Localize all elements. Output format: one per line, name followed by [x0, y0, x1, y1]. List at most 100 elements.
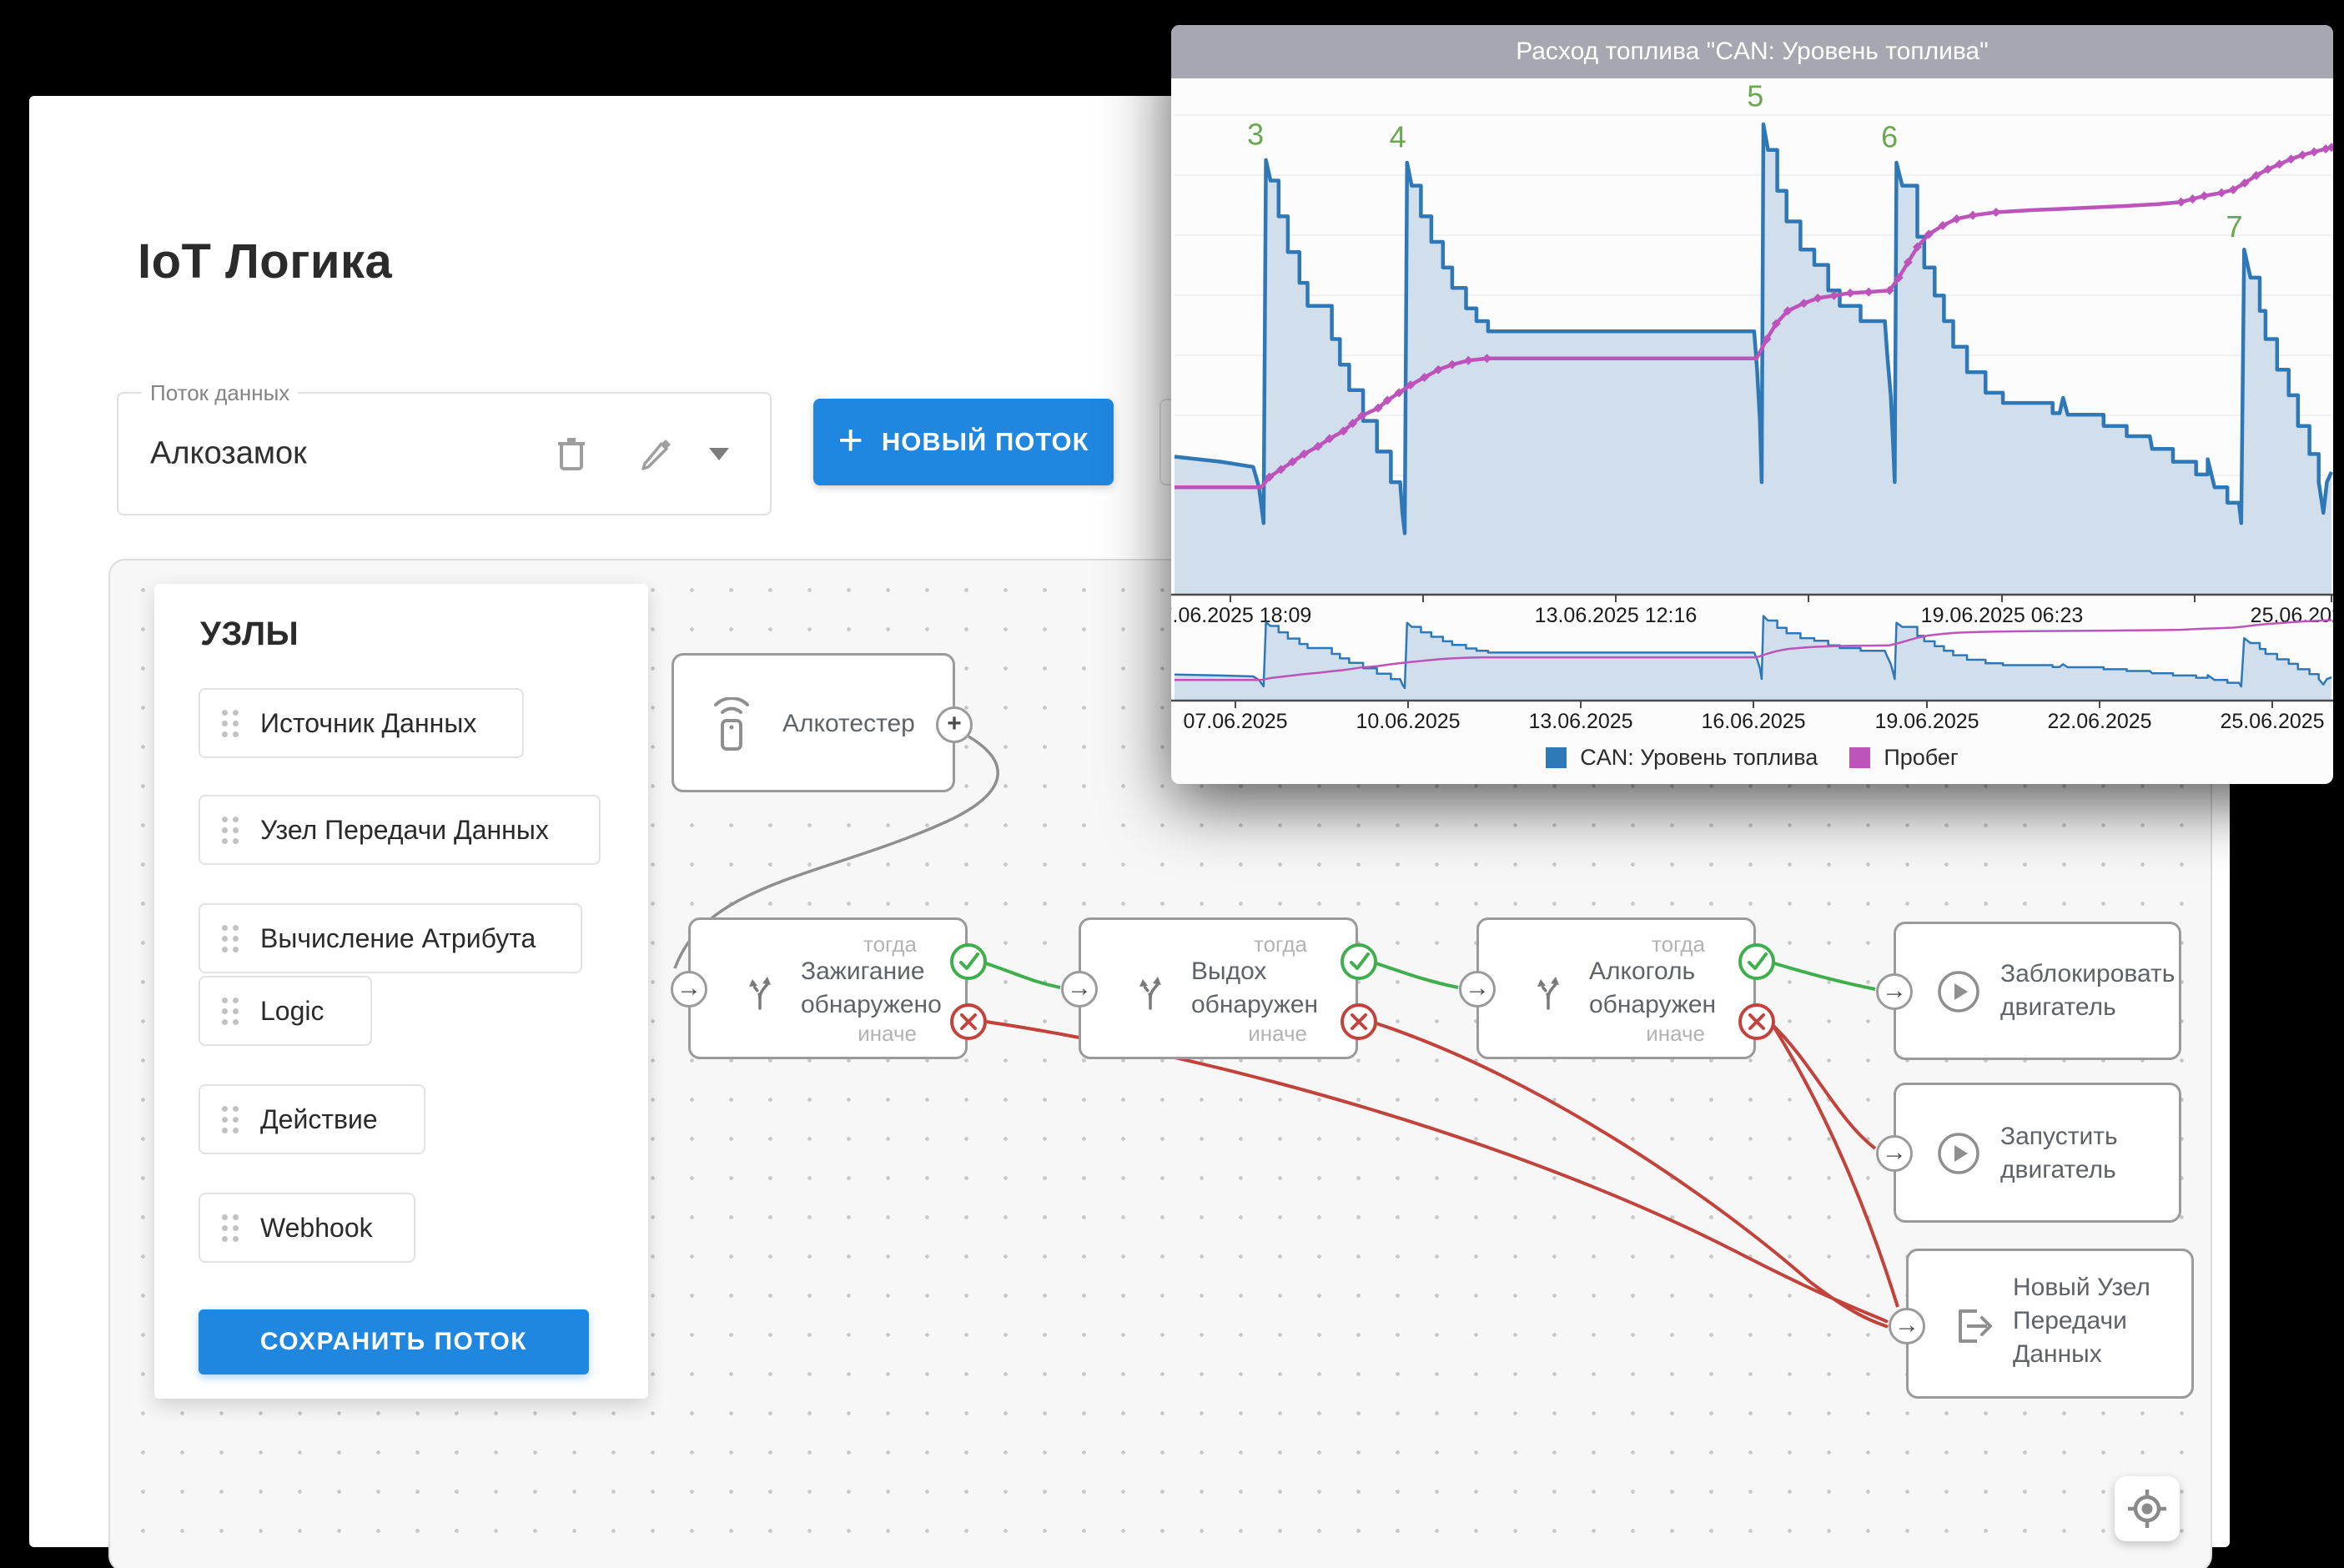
drag-handle-icon[interactable] [222, 816, 239, 844]
node-label: Новый Узел Передачи Данных [2013, 1274, 2150, 1368]
add-output-port[interactable]: + [936, 706, 973, 743]
node-exhale-detected[interactable]: → Выдох обнаружен тогда иначе [1061, 917, 1377, 1059]
palette-item-webhook[interactable]: Webhook [199, 1193, 415, 1263]
play-icon [1936, 969, 1981, 1014]
input-port[interactable]: → [1876, 1135, 1913, 1172]
x-axis-label: 13.06.2025 12:16 [1535, 604, 1698, 627]
input-port[interactable]: → [671, 971, 707, 1008]
x-axis-label: 19.06.2025 06:23 [1921, 604, 2084, 627]
flow-selector-label: Поток данных [142, 380, 299, 406]
drag-handle-icon[interactable] [222, 1105, 239, 1133]
node-label: Запустить двигатель [2000, 1123, 2118, 1184]
else-port[interactable] [1341, 1003, 1377, 1040]
fuel-chart-window[interactable]: Расход топлива "CAN: Уровень топлива" 07… [1171, 25, 2333, 784]
palette-item-data-source[interactable]: Источник Данных [199, 688, 524, 758]
node-ignition-detected[interactable]: → Зажигание обнаружено тогда иначе [671, 917, 987, 1059]
refuel-annotation: 3 [1247, 118, 1264, 152]
input-port[interactable]: → [1876, 973, 1913, 1010]
palette-item-label: Logic [260, 995, 324, 1026]
palette-item-data-transfer-node[interactable]: Узел Передачи Данных [199, 795, 601, 865]
mileage-legend-swatch [1849, 747, 1871, 768]
chart-legend: CAN: Уровень топлива Пробег [1171, 745, 2333, 771]
fuel-legend-swatch [1546, 747, 1567, 768]
x-icon [1351, 1013, 1367, 1030]
node-label: Алкоголь обнаружен [1589, 957, 1717, 1018]
flow-dropdown-button[interactable] [700, 435, 738, 473]
palette-item-logic[interactable]: Logic [199, 976, 372, 1046]
node-label: Зажигание обнаружено [801, 957, 942, 1018]
else-port[interactable] [950, 1003, 987, 1040]
node-start-engine[interactable]: → Запустить двигатель [1876, 1083, 2181, 1223]
arrow-right-icon: → [1465, 974, 1490, 1002]
drag-handle-icon[interactable] [222, 924, 239, 952]
then-port[interactable] [950, 943, 987, 980]
flow-selector[interactable]: Поток данных Алкозамок [117, 380, 772, 515]
node-new-data-transfer[interactable]: → Новый Узел Передачи Данных [1889, 1249, 2194, 1399]
x-axis-label: 07.06.2025 18:09 [1171, 604, 1311, 627]
palette-item-label: Webhook [260, 1212, 373, 1243]
palette-item-label: Действие [260, 1103, 378, 1134]
chart-window-titlebar[interactable]: Расход топлива "CAN: Уровень топлива" [1171, 25, 2333, 78]
arrow-right-icon: → [1894, 1311, 1919, 1339]
node-label: Алкотестер [782, 710, 915, 737]
then-port[interactable] [1341, 943, 1377, 980]
breathalyzer-device-icon [706, 697, 757, 752]
check-icon [1350, 952, 1370, 970]
drag-handle-icon[interactable] [222, 1214, 239, 1242]
drag-handle-icon[interactable] [222, 997, 239, 1025]
plus-icon: + [838, 416, 863, 465]
palette-item-action[interactable]: Действие [199, 1084, 425, 1154]
x-axis-label: 19.06.2025 [1874, 710, 1979, 733]
branch-icon [739, 970, 781, 1013]
else-label: иначе [1646, 1021, 1705, 1046]
then-port[interactable] [1738, 943, 1775, 980]
node-label: Выдох обнаружен [1191, 957, 1319, 1018]
then-label: тогда [1253, 932, 1307, 957]
x-axis-label: 10.06.2025 [1356, 710, 1460, 733]
arrow-right-icon: → [1067, 974, 1092, 1002]
node-block-engine[interactable]: → Заблокировать двигатель [1876, 922, 2181, 1060]
drag-handle-icon[interactable] [222, 709, 239, 737]
fuel-level-chart: 07.06.2025 18:09 13.06.2025 12:16 19.06.20… [1171, 79, 2333, 733]
nodes-palette: УЗЛЫ Источник Данных Узел Передачи Данны… [154, 584, 648, 1399]
refuel-annotation: 6 [1881, 120, 1898, 154]
refuel-annotation: 4 [1390, 120, 1406, 154]
plus-icon: + [947, 710, 962, 737]
flow-selector-value[interactable]: Алкозамок [150, 435, 307, 471]
trash-icon [558, 438, 585, 470]
else-port[interactable] [1738, 1003, 1775, 1040]
then-label: тогда [863, 932, 917, 957]
x-axis-label: 16.06.2025 [1701, 710, 1805, 733]
arrow-right-icon: → [677, 974, 702, 1002]
x-icon [960, 1013, 977, 1030]
check-icon [959, 952, 979, 970]
input-port[interactable]: → [1061, 971, 1098, 1008]
delete-flow-button[interactable] [552, 435, 591, 473]
palette-item-label: Узел Передачи Данных [260, 814, 549, 845]
x-axis-label: 13.06.2025 [1528, 710, 1632, 733]
refuel-annotation: 5 [1747, 79, 1763, 113]
palette-item-label: Вычисление Атрибута [260, 922, 536, 953]
input-port[interactable]: → [1889, 1308, 1925, 1344]
refuel-annotation: 7 [2226, 209, 2242, 244]
mileage-legend-label: Пробег [1884, 745, 1959, 770]
new-flow-button[interactable]: + НОВЫЙ ПОТОК [813, 399, 1114, 485]
node-breathalyzer[interactable]: Алкотестер + [672, 653, 973, 792]
palette-item-label: Источник Данных [260, 707, 477, 738]
main-plot: 07.06.2025 18:09 13.06.2025 12:16 19.06.20… [1171, 79, 2333, 627]
export-icon [1952, 1306, 1995, 1346]
x-icon [1748, 1013, 1765, 1030]
then-label: тогда [1651, 932, 1705, 957]
node-alcohol-detected[interactable]: → Алкоголь обнаружен тогда иначе [1459, 917, 1775, 1059]
check-icon [1748, 952, 1768, 970]
play-icon [1936, 1131, 1981, 1176]
edit-flow-button[interactable] [636, 435, 674, 473]
fuel-legend-label: CAN: Уровень топлива [1580, 745, 1818, 770]
chart-window-title: Расход топлива "CAN: Уровень топлива" [1516, 38, 1989, 65]
center-view-button[interactable] [2115, 1476, 2180, 1541]
input-port[interactable]: → [1459, 971, 1496, 1008]
x-axis-label: 22.06.2025 [2047, 710, 2151, 733]
save-flow-button[interactable]: СОХРАНИТЬ ПОТОК [199, 1309, 589, 1375]
palette-item-attribute-calc[interactable]: Вычисление Атрибута [199, 903, 582, 973]
